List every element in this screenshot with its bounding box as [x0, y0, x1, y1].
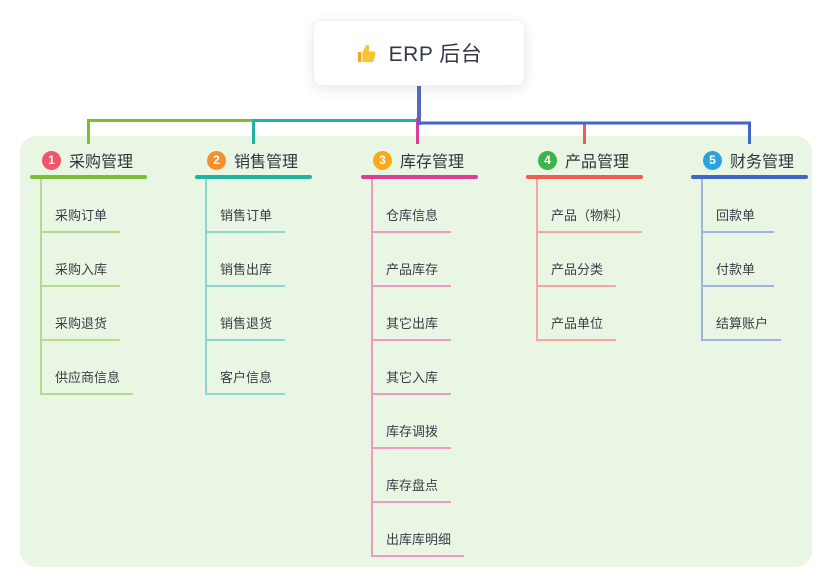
child-label: 产品（物料）: [536, 205, 643, 233]
thumbs-up-icon: [356, 42, 379, 65]
branch-node-4[interactable]: 4 产品管理: [526, 147, 643, 173]
child-node[interactable]: 产品（物料）: [526, 179, 643, 233]
child-label: 库存盘点: [371, 475, 452, 503]
branch-title: 采购管理: [69, 154, 134, 171]
branch-underline: [526, 175, 643, 179]
child-node[interactable]: 付款单: [691, 233, 808, 287]
branch-underline: [195, 175, 312, 179]
branch-child-connector: [371, 179, 373, 557]
child-node[interactable]: 仓库信息: [361, 179, 478, 233]
child-label: 供应商信息: [40, 367, 134, 395]
child-label: 客户信息: [205, 367, 286, 395]
child-node[interactable]: 产品单位: [526, 287, 643, 341]
child-label: 其它出库: [371, 313, 452, 341]
branch-title: 销售管理: [234, 154, 299, 171]
branch-node-2[interactable]: 2 销售管理: [195, 147, 312, 173]
child-label: 其它入库: [371, 367, 452, 395]
branch-child-connector: [40, 179, 42, 395]
branch-number-badge: 5: [703, 150, 722, 170]
branch-number-badge: 2: [207, 150, 226, 170]
branch-title: 库存管理: [400, 154, 465, 171]
branch-number-badge: 4: [538, 150, 557, 170]
branch-node-5[interactable]: 5 财务管理: [691, 147, 808, 173]
branch-4: 4 产品管理产品（物料） 产品分类产品单位: [526, 147, 643, 341]
branch-title: 财务管理: [730, 154, 795, 171]
child-node[interactable]: 回款单: [691, 179, 808, 233]
branch-3: 3 库存管理仓库信息产品库存其它出库其它入库库存调拨库存盘点出库库明细: [361, 147, 478, 557]
child-label: 付款单: [701, 259, 774, 287]
child-label: 回款单: [701, 205, 774, 233]
child-node[interactable]: 采购订单: [30, 179, 147, 233]
branch-node-3[interactable]: 3 库存管理: [361, 147, 478, 173]
child-node[interactable]: 出库库明细: [361, 503, 478, 557]
child-node[interactable]: 采购退货: [30, 287, 147, 341]
branch-node-1[interactable]: 1 采购管理: [30, 147, 147, 173]
child-node[interactable]: 库存调拨: [361, 395, 478, 449]
child-label: 产品库存: [371, 259, 452, 287]
child-node[interactable]: 其它入库: [361, 341, 478, 395]
branch-5: 5 财务管理回款单付款单结算账户: [691, 147, 808, 341]
child-label: 采购入库: [40, 259, 121, 287]
root-node-erp[interactable]: ERP 后台: [313, 20, 525, 86]
child-label: 产品分类: [536, 259, 617, 287]
child-node[interactable]: 库存盘点: [361, 449, 478, 503]
branch-underline: [691, 175, 808, 179]
child-node[interactable]: 销售退货: [195, 287, 312, 341]
branches-panel: [20, 136, 812, 567]
child-node[interactable]: 结算账户: [691, 287, 808, 341]
child-node[interactable]: 销售出库: [195, 233, 312, 287]
branch-title: 产品管理: [565, 154, 630, 171]
child-label: 出库库明细: [371, 529, 465, 557]
child-node[interactable]: 客户信息: [195, 341, 312, 395]
child-node[interactable]: 采购入库: [30, 233, 147, 287]
branch-underline: [361, 175, 478, 179]
child-label: 销售出库: [205, 259, 286, 287]
branch-child-connector: [701, 179, 703, 341]
child-label: 采购退货: [40, 313, 121, 341]
branch-child-connector: [205, 179, 207, 395]
child-label: 销售订单: [205, 205, 286, 233]
branch-underline: [30, 175, 147, 179]
child-node[interactable]: 产品库存: [361, 233, 478, 287]
child-label: 结算账户: [701, 313, 782, 341]
branch-1: 1 采购管理采购订单采购入库采购退货供应商信息: [30, 147, 147, 395]
child-label: 仓库信息: [371, 205, 452, 233]
branch-number-badge: 3: [373, 150, 392, 170]
branch-2: 2 销售管理销售订单销售出库销售退货客户信息: [195, 147, 312, 395]
branch-child-connector: [536, 179, 538, 341]
child-label: 库存调拨: [371, 421, 452, 449]
child-label: 销售退货: [205, 313, 286, 341]
root-title: ERP 后台: [388, 43, 483, 66]
child-node[interactable]: 其它出库: [361, 287, 478, 341]
child-node[interactable]: 供应商信息: [30, 341, 147, 395]
branch-number-badge: 1: [42, 150, 61, 170]
child-label: 产品单位: [536, 313, 617, 341]
child-label: 采购订单: [40, 205, 121, 233]
child-node[interactable]: 销售订单: [195, 179, 312, 233]
child-node[interactable]: 产品分类: [526, 233, 643, 287]
